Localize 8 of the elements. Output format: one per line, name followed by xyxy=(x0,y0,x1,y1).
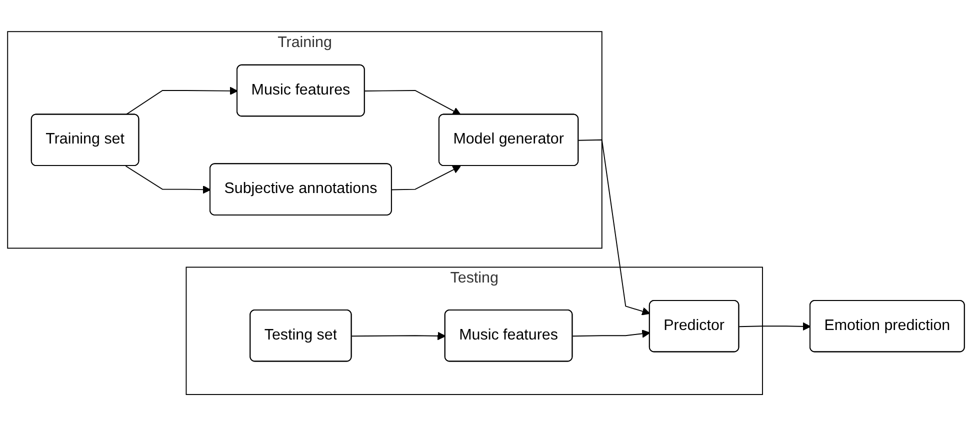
arrow xyxy=(125,86,238,116)
arrow xyxy=(125,166,211,194)
arrow xyxy=(572,329,650,338)
arrow xyxy=(578,139,650,316)
arrow xyxy=(738,322,811,331)
arrow xyxy=(364,90,461,116)
arrow xyxy=(391,166,461,190)
arrow xyxy=(351,332,446,340)
